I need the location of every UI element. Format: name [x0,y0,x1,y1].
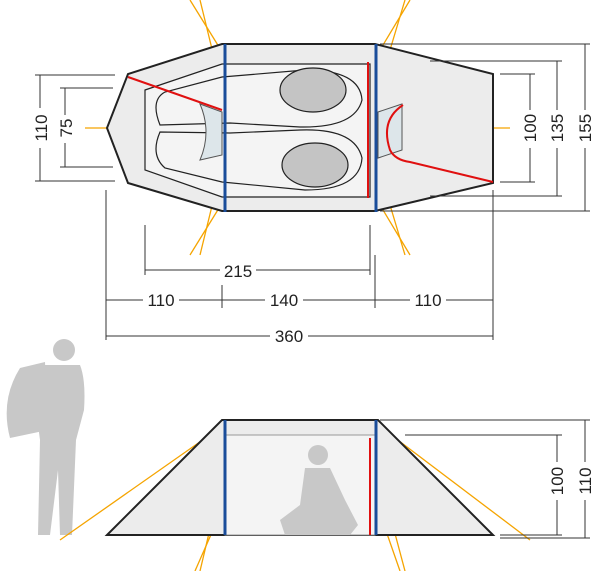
pillow-bottom [281,142,349,188]
door-right [377,103,403,159]
standing-person-silhouette [6,339,85,535]
dim-right-outer: 155 [576,114,595,142]
sitting-person-silhouette [280,445,358,535]
dim-total-length: 360 [275,327,303,346]
dim-left-inner: 75 [57,119,76,138]
tent-side-view: 100 110 [6,339,598,571]
dim-inner-length: 215 [224,262,252,281]
door-left [199,103,223,161]
dim-right-inner: 135 [548,114,567,142]
dim-outer-height: 110 [576,467,595,494]
dim-inner-middle: 140 [270,291,298,310]
dim-inner-height: 100 [548,467,567,495]
zipper-left [127,76,223,111]
dim-right-door: 100 [521,114,540,142]
dim-vestibule-right: 110 [414,291,441,310]
pillow-top [279,67,347,113]
dim-vestibule-left: 110 [147,291,174,310]
dimension-labels-top: 110 75 215 110 140 110 360 100 135 155 [28,108,598,347]
dim-left-outer: 110 [32,114,51,141]
tent-top-view: 110 75 215 110 140 110 360 100 135 155 [28,0,598,347]
zipper-right [386,104,494,183]
